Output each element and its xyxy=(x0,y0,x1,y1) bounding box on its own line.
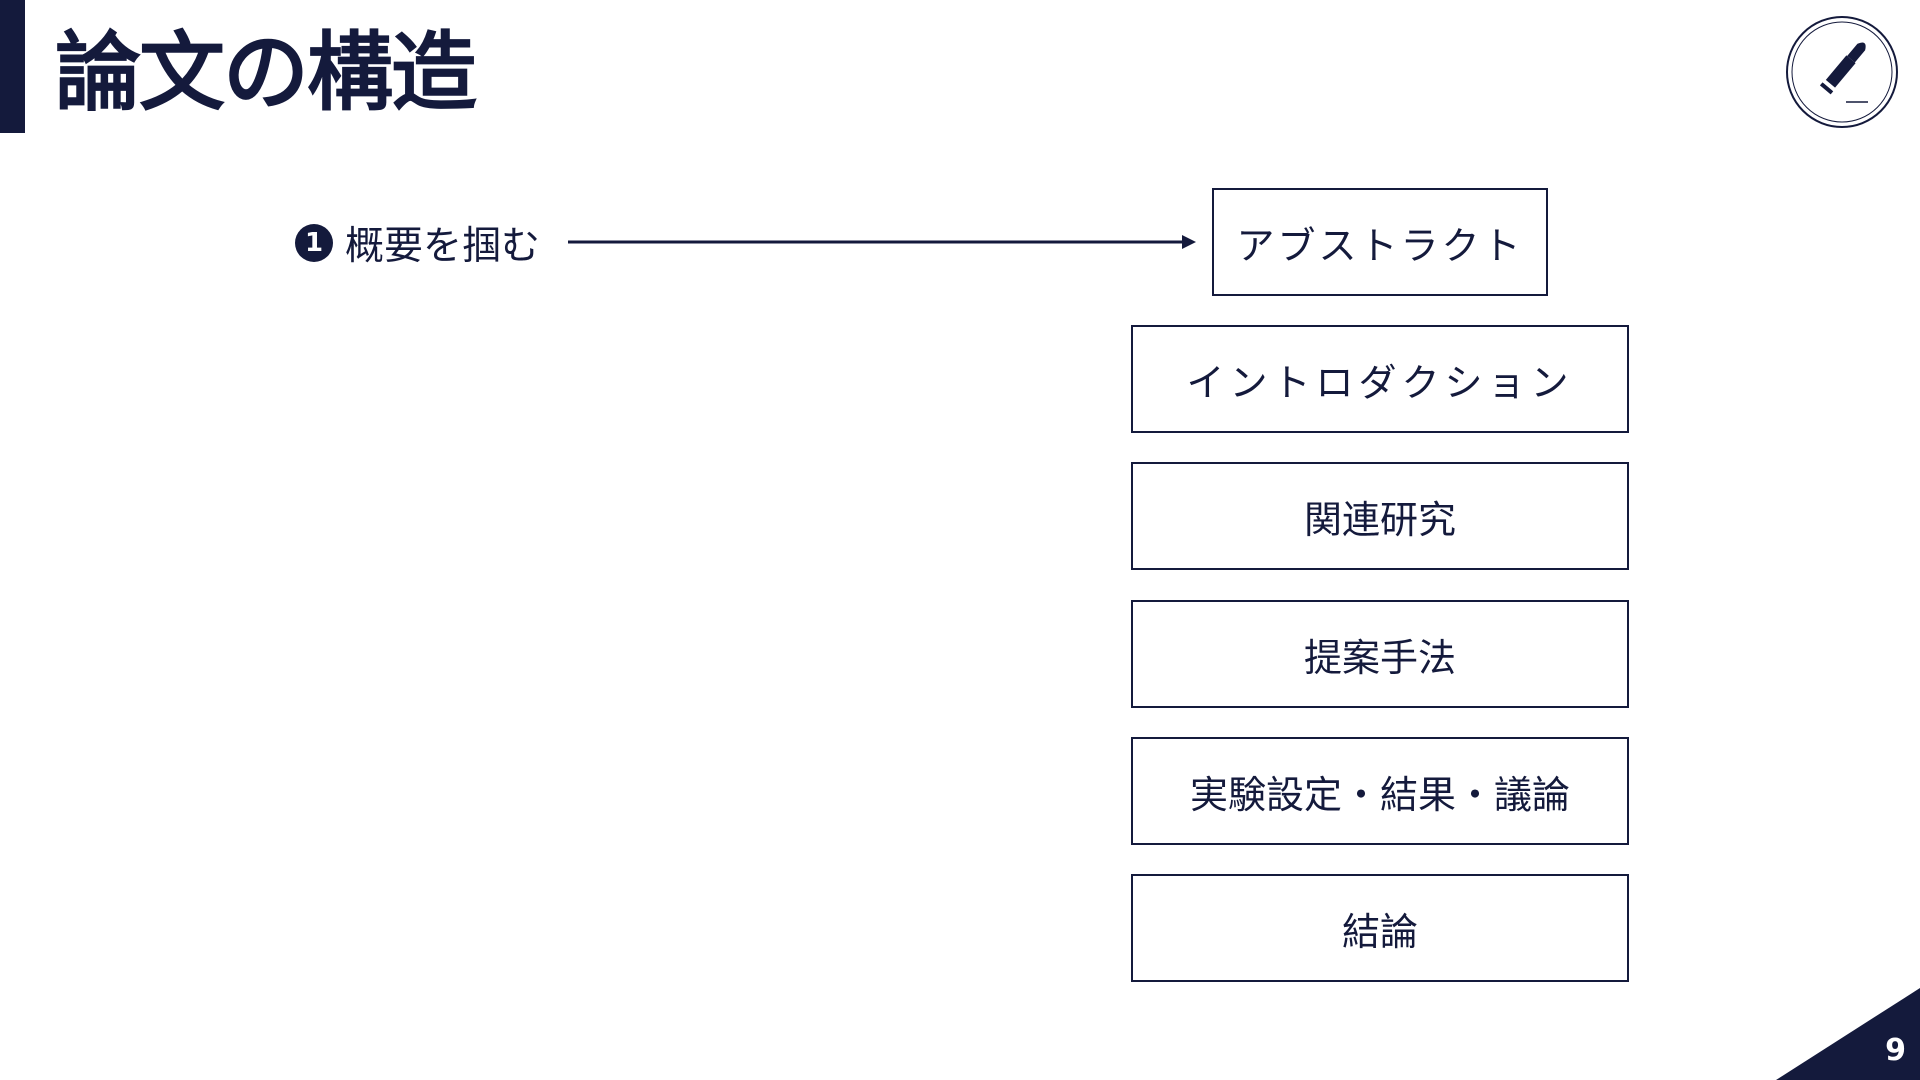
step-one-label: 1 概要を掴む xyxy=(295,215,540,271)
step-text: 概要を掴む xyxy=(345,224,541,269)
page-title: 論文の構造 xyxy=(55,23,477,123)
page-number: 9 xyxy=(1885,1033,1906,1068)
section-experiments: 実験設定・結果・議論 xyxy=(1131,737,1629,845)
section-related-work: 関連研究 xyxy=(1131,462,1629,570)
title-accent-bar xyxy=(0,0,25,133)
step-number-badge: 1 xyxy=(295,224,333,262)
corner-triangle-decoration xyxy=(1776,988,1920,1080)
section-introduction: イントロダクション xyxy=(1131,325,1629,433)
section-abstract: アブストラクト xyxy=(1212,188,1548,296)
bullet-logo-icon xyxy=(1784,14,1900,130)
section-conclusion: 結論 xyxy=(1131,874,1629,982)
section-proposed-method: 提案手法 xyxy=(1131,600,1629,708)
arrow-right-icon xyxy=(568,235,1196,249)
